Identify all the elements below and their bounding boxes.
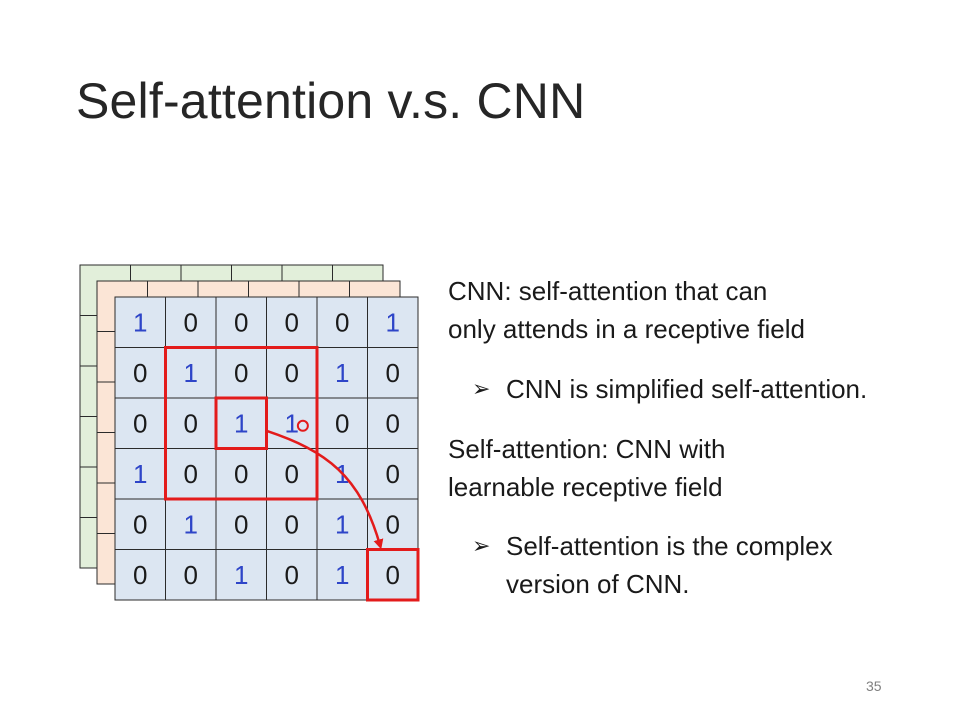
grid-value-5-4: 1 [335, 560, 349, 590]
front-cell-3-0 [114, 448, 166, 500]
grid-value-0-5: 1 [386, 307, 400, 337]
grid-value-3-3: 0 [285, 459, 299, 489]
grid-value-3-1: 0 [184, 459, 198, 489]
front-cell-5-0 [114, 549, 166, 601]
arrow-bullet-icon: ➢ [472, 533, 491, 558]
output-cell-box [366, 548, 420, 602]
grid-value-0-4: 0 [335, 307, 349, 337]
front-cell-5-2 [215, 549, 267, 601]
front-cell-2-0 [114, 397, 166, 449]
grid-value-0-2: 0 [234, 307, 248, 337]
cursor-dot-icon [296, 419, 309, 432]
grid-value-3-2: 0 [234, 459, 248, 489]
front-cell-5-3 [266, 549, 318, 601]
front-cell-0-3 [266, 296, 318, 348]
front-cell-4-1 [165, 498, 217, 550]
front-cell-1-5 [367, 347, 419, 399]
bullet-self-attention-complex: ➢ Self-attention is the complex version … [472, 527, 932, 607]
front-cell-0-1 [165, 296, 217, 348]
grid-value-1-2: 0 [234, 358, 248, 388]
grid-value-4-0: 0 [133, 509, 147, 539]
front-cell-3-3 [266, 448, 318, 500]
grid-value-2-4: 0 [335, 408, 349, 438]
front-cell-2-5 [367, 397, 419, 449]
cnn-line-2: only attends in a receptive field [448, 314, 805, 344]
cnn-description: CNN: self-attention that can only attend… [448, 272, 805, 348]
grid-value-5-2: 1 [234, 560, 248, 590]
grid-value-2-3: 1 [285, 408, 299, 438]
grid-value-2-0: 0 [133, 408, 147, 438]
slide-title: Self-attention v.s. CNN [76, 73, 586, 129]
grid-value-2-2: 1 [234, 408, 248, 438]
self-attention-description: Self-attention: CNN with learnable recep… [448, 430, 725, 506]
front-cell-0-0 [114, 296, 166, 348]
bullet-cnn-simplified: ➢ CNN is simplified self-attention. [472, 370, 932, 410]
grid-value-5-5: 0 [386, 560, 400, 590]
front-cell-4-4 [316, 498, 368, 550]
grid-value-2-1: 0 [184, 408, 198, 438]
bullet-text-line-2: version of CNN. [506, 569, 690, 599]
grid-value-1-5: 0 [386, 358, 400, 388]
front-cell-1-0 [114, 347, 166, 399]
grid-value-1-1: 1 [184, 358, 198, 388]
grid-value-1-3: 0 [285, 358, 299, 388]
grid-value-2-5: 0 [386, 408, 400, 438]
front-cell-5-1 [165, 549, 217, 601]
mapping-arrow [266, 429, 384, 550]
page-number: 35 [866, 678, 882, 694]
grid-value-0-1: 0 [184, 307, 198, 337]
grid-value-5-0: 0 [133, 560, 147, 590]
grid-value-1-0: 0 [133, 358, 147, 388]
grid-value-4-1: 1 [184, 509, 198, 539]
receptive-field-box [164, 346, 319, 501]
grid-value-5-3: 0 [285, 560, 299, 590]
grid-value-4-2: 0 [234, 509, 248, 539]
front-cell-2-1 [165, 397, 217, 449]
arrow-bullet-icon: ➢ [472, 376, 491, 401]
front-cell-2-4 [316, 397, 368, 449]
sa-line-1: Self-attention: CNN with [448, 434, 726, 464]
cnn-line-1: CNN: self-attention that can [448, 276, 768, 306]
bullet-text-line-1: Self-attention is the complex [506, 531, 833, 561]
receptive-field-highlights [164, 346, 420, 602]
grid-value-0-0: 1 [133, 307, 147, 337]
grid-value-5-1: 0 [184, 560, 198, 590]
grid-value-3-0: 1 [133, 459, 147, 489]
grid-value-4-5: 0 [386, 509, 400, 539]
grid-value-1-4: 1 [335, 358, 349, 388]
grid-value-4-4: 1 [335, 509, 349, 539]
grid-value-3-5: 0 [386, 459, 400, 489]
bullet-text: CNN is simplified self-attention. [506, 374, 868, 404]
grid-value-0-3: 0 [285, 307, 299, 337]
front-cell-5-4 [316, 549, 368, 601]
front-cell-5-5 [367, 549, 419, 601]
sa-line-2: learnable receptive field [448, 472, 723, 502]
front-cell-4-2 [215, 498, 267, 550]
front-cell-0-5 [367, 296, 419, 348]
grid-value-4-3: 0 [285, 509, 299, 539]
center-cell-box [214, 396, 268, 450]
